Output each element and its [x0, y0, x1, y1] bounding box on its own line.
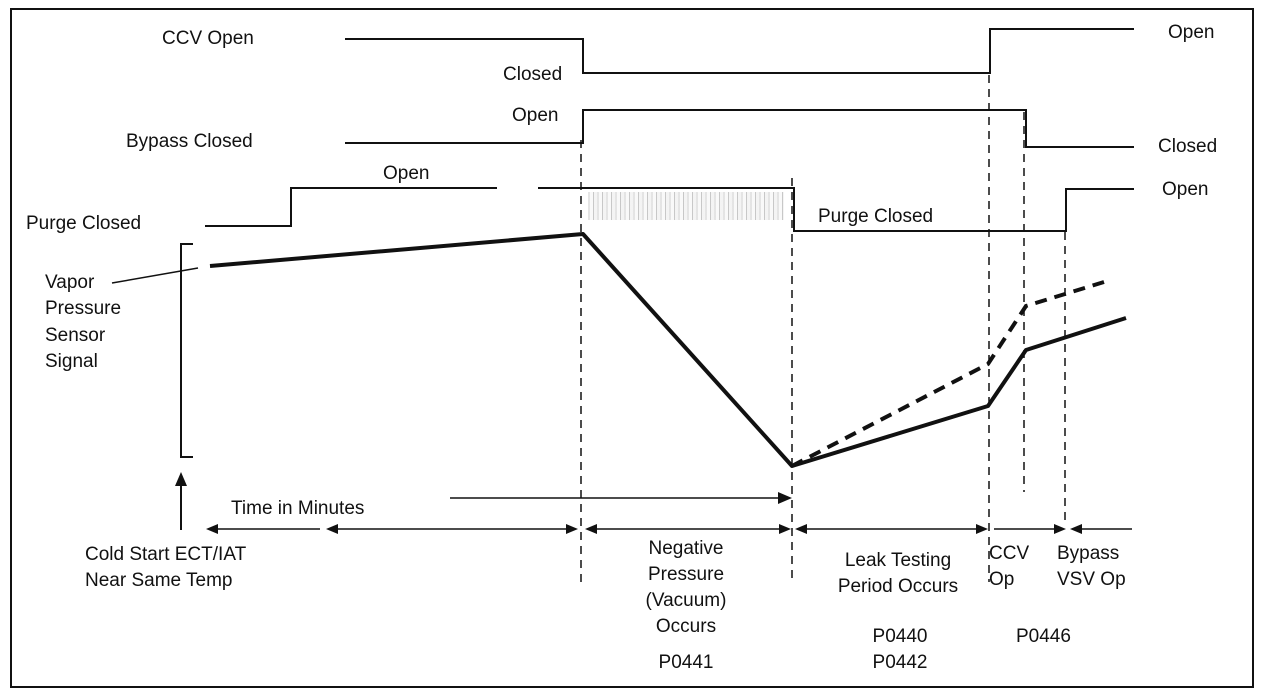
- sensor-label-line-2: Pressure: [45, 298, 122, 319]
- diagram-frame: [10, 8, 1254, 688]
- purge-closed-mid-label: Purge Closed: [818, 206, 934, 227]
- code-p0440: P0440: [872, 626, 928, 647]
- purge-trace-open: [538, 187, 1134, 232]
- phase-negative-line-3: (Vacuum): [645, 590, 727, 611]
- phase-bypass-line-2: VSV Op: [1057, 569, 1126, 590]
- ccv-open-label: CCV Open: [162, 28, 254, 49]
- purge-shading: [588, 192, 784, 220]
- phase-ccv-line-1: CCV: [989, 543, 1030, 564]
- ccv-reopen-label: Open: [1168, 22, 1215, 43]
- arrowhead-5-left: [1070, 524, 1082, 534]
- ccv-closed-label: Closed: [503, 64, 563, 85]
- bypass-reclosed-label: Closed: [1158, 136, 1218, 157]
- phase-negative-line-1: Negative: [648, 538, 724, 559]
- sensor-signal-leak: [791, 280, 1105, 468]
- arrowhead-1b-left: [326, 524, 338, 534]
- sensor-signal-solid: [209, 232, 1127, 468]
- cold-start-line-1: Cold Start ECT/IAT: [85, 544, 247, 565]
- arrowhead-4-right: [1054, 524, 1066, 534]
- time-label: Time in Minutes: [231, 498, 365, 519]
- sensor-label-line-3: Sensor: [45, 325, 106, 346]
- time-arrowhead: [778, 492, 792, 504]
- purge-open-label: Open: [383, 163, 430, 184]
- purge-trace-start: [205, 187, 497, 227]
- arrowhead-3-left: [795, 524, 807, 534]
- code-p0442: P0442: [872, 652, 928, 673]
- sensor-leader: [111, 267, 199, 284]
- bypass-open-label: Open: [512, 105, 559, 126]
- phase-ccv-line-2: Op: [989, 569, 1015, 590]
- sensor-label-line-4: Signal: [45, 351, 98, 372]
- phase-leak-line-2: Period Occurs: [837, 576, 959, 597]
- phase-negative-line-2: Pressure: [647, 564, 725, 585]
- ccv-trace: [345, 28, 1134, 74]
- cold-start-line-2: Near Same Temp: [85, 570, 233, 591]
- arrowhead-1-left: [206, 524, 218, 534]
- cold-start-arrowhead: [175, 472, 187, 486]
- purge-reopen-label: Open: [1162, 179, 1209, 200]
- code-p0446: P0446: [1016, 626, 1071, 647]
- code-p0441: P0441: [658, 652, 714, 673]
- phase-negative-line-4: Occurs: [655, 616, 717, 637]
- bypass-closed-label: Bypass Closed: [126, 131, 253, 152]
- bypass-trace: [345, 109, 1134, 148]
- sensor-bracket: [180, 243, 193, 458]
- arrowhead-1-right: [566, 524, 578, 534]
- purge-closed-label: Purge Closed: [26, 213, 142, 234]
- arrowhead-2-left: [585, 524, 597, 534]
- sensor-label-line-1: Vapor: [45, 272, 95, 293]
- phase-leak-line-1: Leak Testing: [844, 550, 952, 571]
- arrowhead-2-right: [779, 524, 791, 534]
- arrowhead-3-right: [976, 524, 988, 534]
- phase-bypass-line-1: Bypass: [1057, 543, 1120, 564]
